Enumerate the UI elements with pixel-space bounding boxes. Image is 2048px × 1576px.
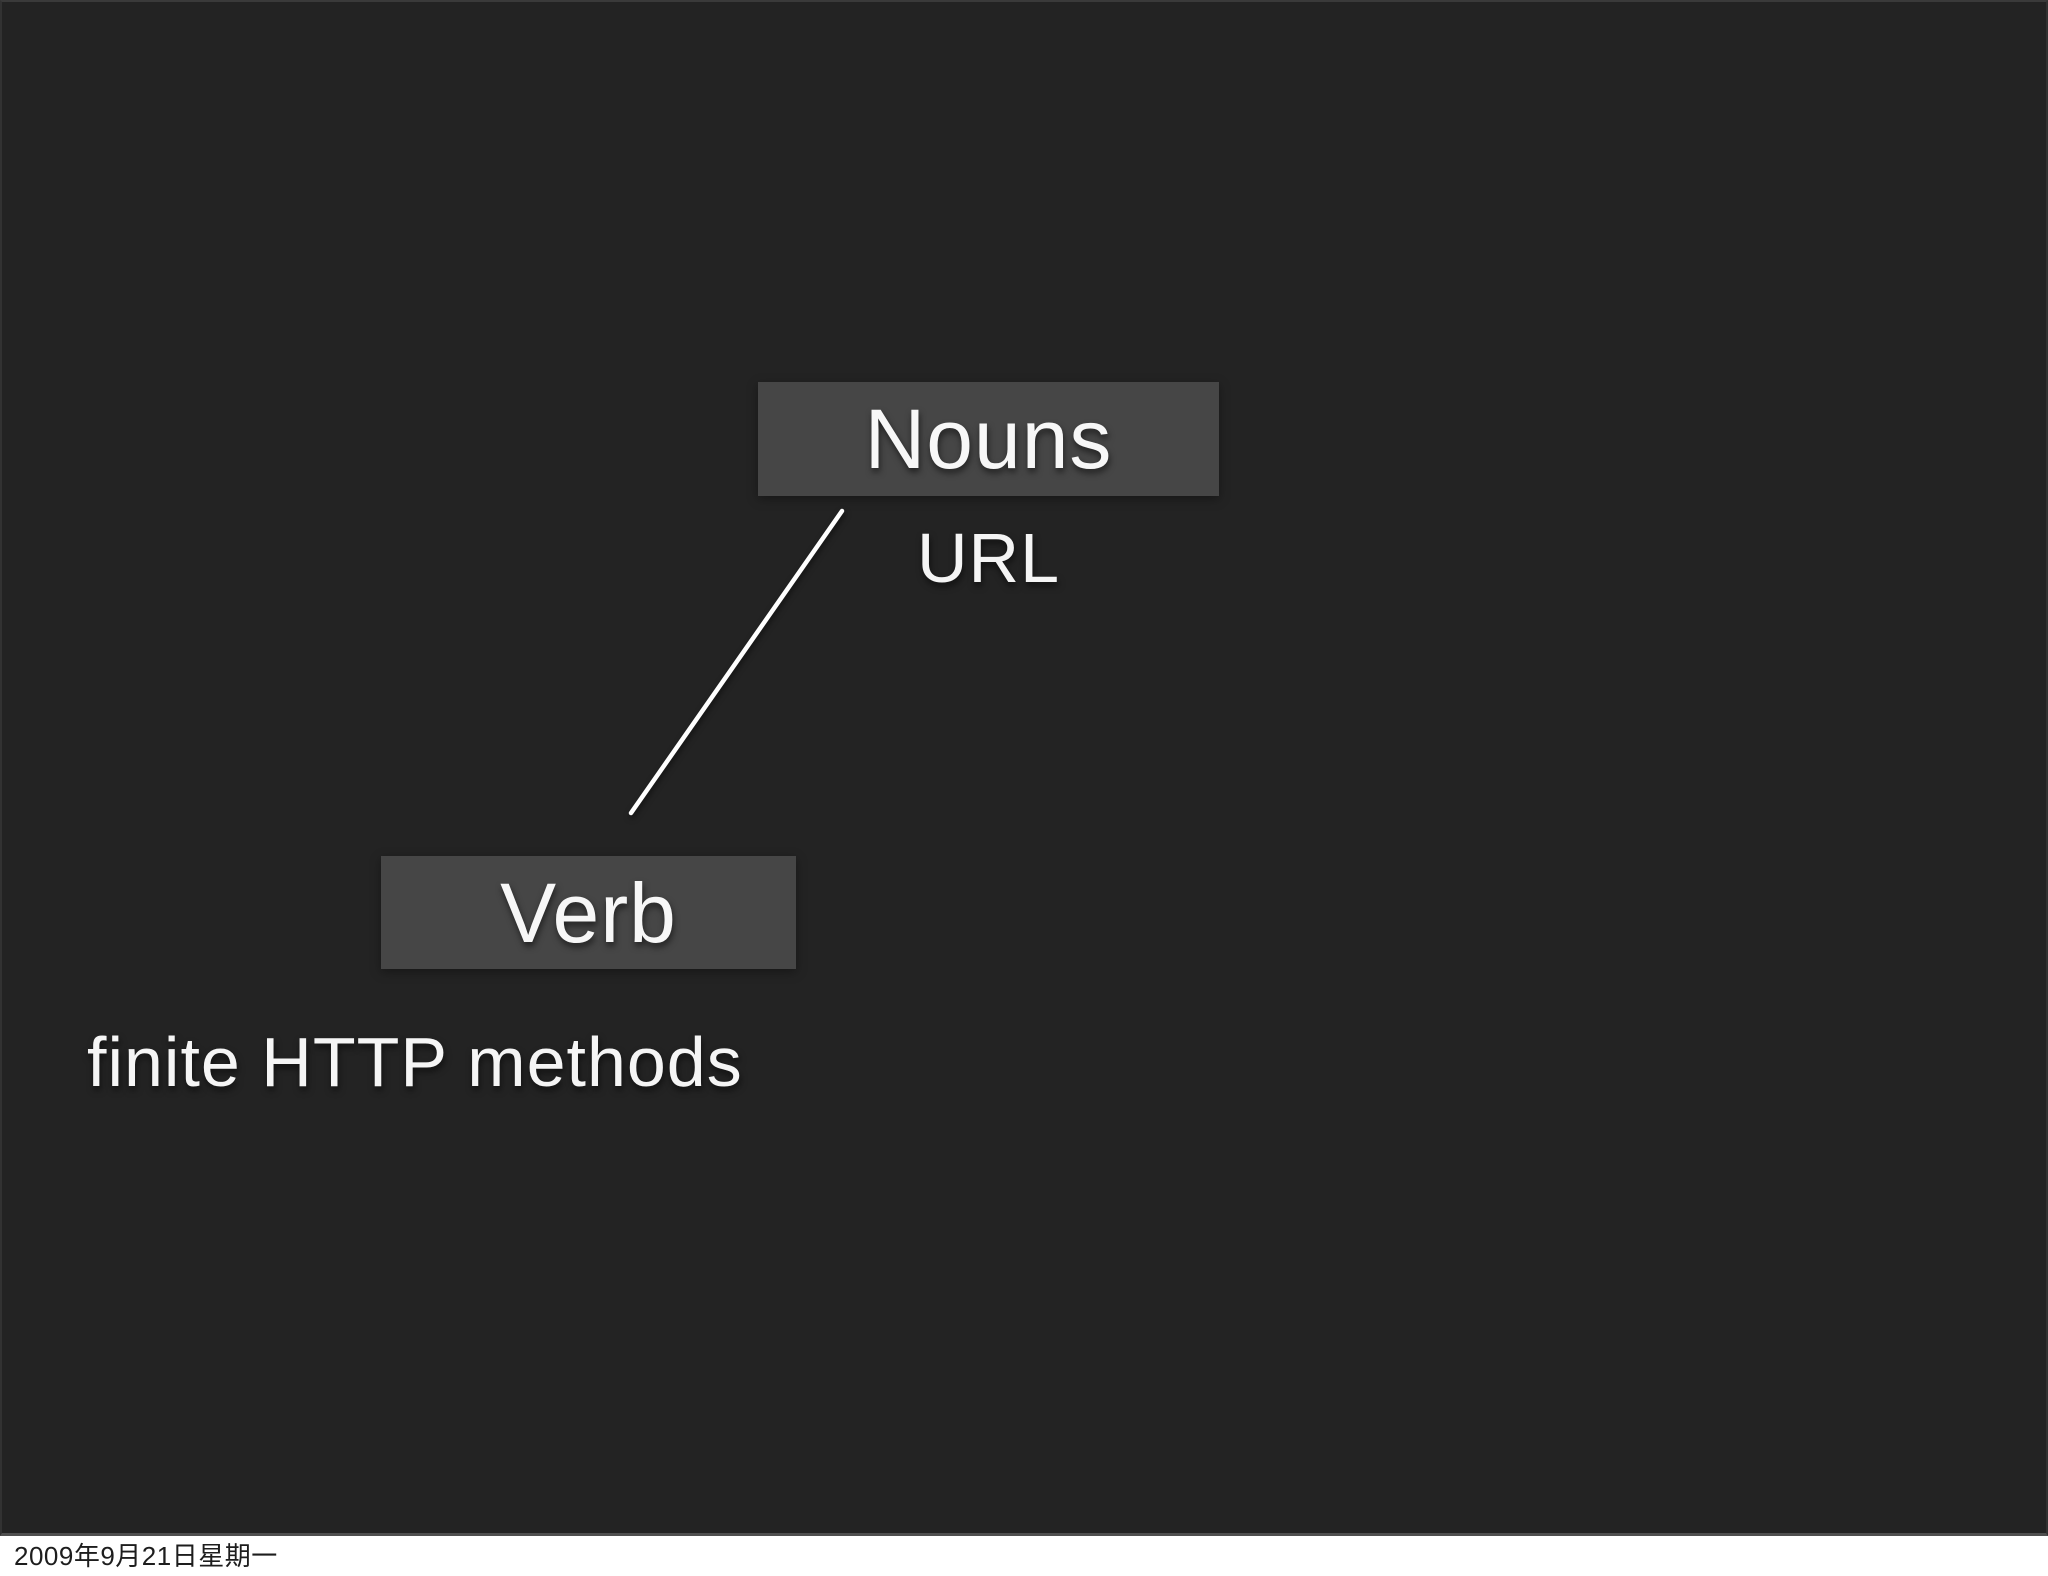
url-label: URL <box>916 519 1061 597</box>
verb-node-label: Verb <box>500 865 677 960</box>
nouns-node-label: Nouns <box>864 392 1113 486</box>
verb-node-box: Verb <box>381 856 796 969</box>
footer-bar: 2009年9月21日星期一 <box>0 1536 2048 1576</box>
finite-http-methods-label: finite HTTP methods <box>87 1023 743 1101</box>
connector-line <box>628 508 845 816</box>
nouns-node-box: Nouns <box>758 382 1219 496</box>
footer-date: 2009年9月21日星期一 <box>14 1541 278 1571</box>
slide-canvas: Nouns URL Verb finite HTTP methods <box>0 0 2048 1536</box>
